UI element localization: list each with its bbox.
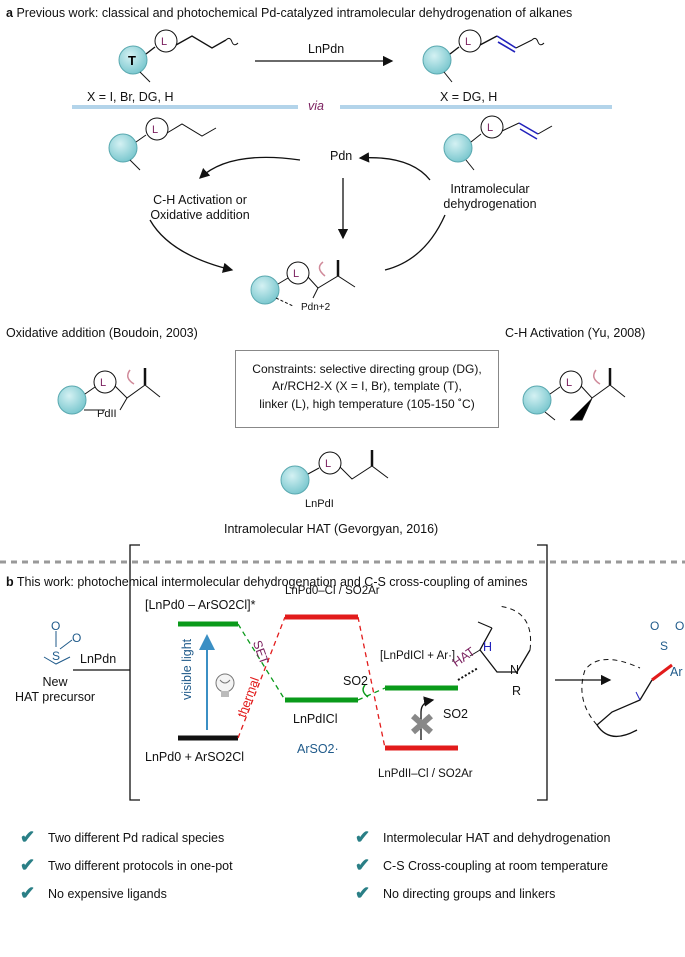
feature-4: Intermolecular HAT and dehydrogenation [383, 831, 611, 845]
so2-out-label: SO2 [443, 707, 469, 721]
cycle-right-product: L [443, 115, 553, 171]
pdii-complex-label: LnPdII–Cl / SO2Ar [378, 768, 473, 780]
amine-r-label: R [512, 684, 522, 698]
svg-text:L: L [293, 268, 299, 280]
panel-a-title: Previous work: classical and photochemic… [16, 6, 573, 20]
feature-1: Two different Pd radical species [48, 831, 225, 845]
svg-text:S: S [52, 649, 60, 663]
pd-center-label: Pdn [330, 149, 353, 163]
pd-intermediate: L [250, 260, 356, 307]
svg-text:O: O [675, 619, 684, 633]
product-top-right: L [422, 29, 545, 83]
check-icon: ✔ [20, 855, 36, 875]
intramolecular-label: Intramolecular dehydrogenation [443, 182, 537, 211]
sulfonyl-chloride: O O S [43, 619, 81, 665]
pd-ii-label: PdII [97, 408, 117, 420]
svg-text:T: T [128, 53, 136, 68]
boudoin-structure: L [57, 368, 161, 415]
svg-text:L: L [325, 458, 331, 470]
svg-text:L: L [566, 377, 572, 389]
svg-text:O: O [72, 631, 81, 645]
amine-h-label: H [483, 640, 493, 654]
check-icon: ✔ [20, 827, 36, 847]
ch-activation-label: C-H Activation or Oxidative addition [150, 193, 250, 222]
panel-b-title: This work: photochemical intermolecular … [16, 575, 528, 589]
oxidative-addition-label: Oxidative addition (Boudoin, 2003) [6, 326, 198, 340]
feature-5: C-S Cross-coupling at room temperature [383, 859, 609, 873]
blocked-x-icon [411, 713, 433, 735]
pd-i-label: LnPdI [305, 498, 334, 510]
svg-text:L: L [161, 36, 167, 48]
ground-state-label: LnPd0 + ArSO2Cl [145, 750, 245, 764]
svg-text:L: L [100, 377, 106, 389]
check-icon: ✔ [20, 883, 36, 903]
svg-text:O: O [51, 619, 60, 633]
pd-n2-label: Pdn+2 [301, 302, 331, 313]
reagent-label: LnPdn [308, 42, 345, 56]
svg-text:L: L [152, 124, 158, 136]
substrate-top-left: T L [118, 29, 239, 83]
amine-structure [469, 605, 532, 673]
panel-a-letter: a [6, 6, 13, 20]
svg-text:L: L [487, 122, 493, 134]
feature-6: No directing groups and linkers [383, 887, 556, 901]
constraints-box: Constraints: selective directing group (… [235, 350, 499, 428]
feature-2: Two different protocols in one-pot [48, 859, 233, 873]
excited-complex-label: [LnPd0 – ArSO2Cl]* [145, 598, 256, 612]
panel-b-heading: b This work: photochemical intermolecula… [6, 575, 528, 590]
svg-text:L: L [465, 36, 471, 48]
feature-3: No expensive ligands [48, 887, 167, 901]
check-icon: ✔ [355, 883, 371, 903]
check-icon: ✔ [355, 827, 371, 847]
pd0-complex-label: LnPd0–Cl / SO2Ar [285, 585, 380, 597]
product-ar-label: Ar [670, 665, 683, 679]
product-structure: S O O [581, 619, 684, 737]
pdi-cl-label: LnPdICl [293, 712, 338, 726]
panel-b-letter: b [6, 575, 14, 589]
cycle-left-substrate: L [108, 117, 217, 171]
new-hat-label: New HAT precursor [14, 675, 96, 704]
constraints-text: Constraints: selective directing group (… [252, 362, 482, 411]
svg-text:O: O [650, 619, 659, 633]
light-bulb-icon [215, 673, 235, 697]
yu-structure: L [522, 368, 626, 421]
lnpdn-label: LnPdn [80, 652, 117, 666]
arso2-label: ArSO2· [297, 742, 339, 756]
pdi-ar-label: [LnPdICl + Ar·] [380, 650, 456, 662]
panel-a-heading: a Previous work: classical and photochem… [6, 6, 572, 21]
hat-label: Intramolecular HAT (Gevorgyan, 2016) [224, 522, 439, 536]
ch-activation-yu-label: C-H Activation (Yu, 2008) [505, 326, 646, 340]
via-label: via [308, 99, 324, 113]
visible-light-label: visible light [180, 638, 194, 700]
svg-text:S: S [660, 639, 668, 653]
x-right-label: X = DG, H [440, 90, 498, 104]
so2-label: SO2 [343, 674, 369, 688]
amine-n-label: N [510, 663, 520, 677]
x-left-label: X = I, Br, DG, H [87, 90, 174, 104]
check-icon: ✔ [355, 855, 371, 875]
gevorgyan-structure: L [280, 450, 389, 495]
